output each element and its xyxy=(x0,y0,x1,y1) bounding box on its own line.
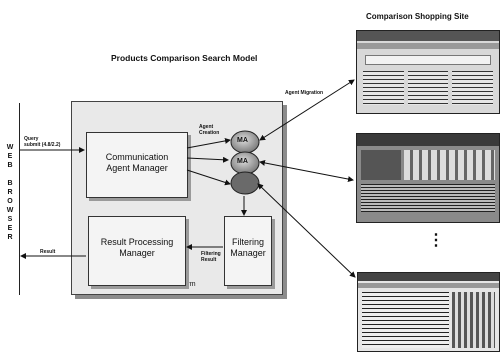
agent-creation-arrow xyxy=(186,156,229,163)
browser-letter: R xyxy=(7,189,13,196)
box-line: Filtering xyxy=(231,237,264,247)
migration-arrow xyxy=(259,79,355,141)
shopping-site-screenshot xyxy=(357,272,500,352)
browser-letter: O xyxy=(7,198,13,205)
browser-letter: E xyxy=(7,153,13,160)
result-label: Result xyxy=(40,249,56,255)
migration-arrow xyxy=(259,160,354,182)
query-label-line: submit (4.8/2.2) xyxy=(24,142,61,148)
filtering-result-line: Filtering xyxy=(201,251,221,257)
agent-creation-arrow xyxy=(186,169,231,186)
filtering-result-label: Filtering Result xyxy=(201,251,221,263)
agent-creation-line: Creation xyxy=(199,130,220,136)
browser-letter: W xyxy=(6,144,14,151)
browser-letter: W xyxy=(6,207,14,214)
box-line: Result Processing xyxy=(100,237,174,247)
comparison-site-title: Comparison Shopping Site xyxy=(366,12,469,21)
browser-letter: S xyxy=(7,216,13,223)
browser-letter: B xyxy=(7,180,13,187)
agent-creation-line: Agent xyxy=(199,124,214,130)
box-line: Agent Manager xyxy=(106,163,168,173)
box-line: Manager xyxy=(230,248,266,258)
browser-letter: E xyxy=(7,225,13,232)
agent-migration-label: Agent Migration xyxy=(285,90,324,96)
mobile-agent-circle xyxy=(230,171,260,195)
diagram-title: Products Comparison Search Model xyxy=(111,53,258,63)
ellipsis: ⋮ xyxy=(428,232,444,249)
browser-letter: R xyxy=(7,234,13,241)
shopping-site-screenshot xyxy=(356,133,500,223)
mobile-agent-label: MA xyxy=(237,137,248,144)
shopping-site-screenshot xyxy=(356,30,500,114)
browser-letter: B xyxy=(7,162,13,169)
mobile-agent-label: MA xyxy=(237,158,248,165)
filtering-result-line: Result xyxy=(201,257,217,263)
query-label: Query submit (4.8/2.2) xyxy=(24,136,60,148)
box-line: Communication xyxy=(105,152,169,162)
communication-agent-manager: Communication Agent Manager xyxy=(86,132,188,198)
web-browser: W E B B R O W S E R xyxy=(5,103,20,295)
migration-arrow xyxy=(257,183,356,278)
box-line: Manager xyxy=(119,248,155,258)
agent-creation-arrow xyxy=(186,137,231,149)
result-processing-manager: Result Processing Manager xyxy=(88,216,186,286)
query-label-line: Query xyxy=(24,136,39,142)
agent-creation-label: Agent Creation xyxy=(199,124,219,136)
